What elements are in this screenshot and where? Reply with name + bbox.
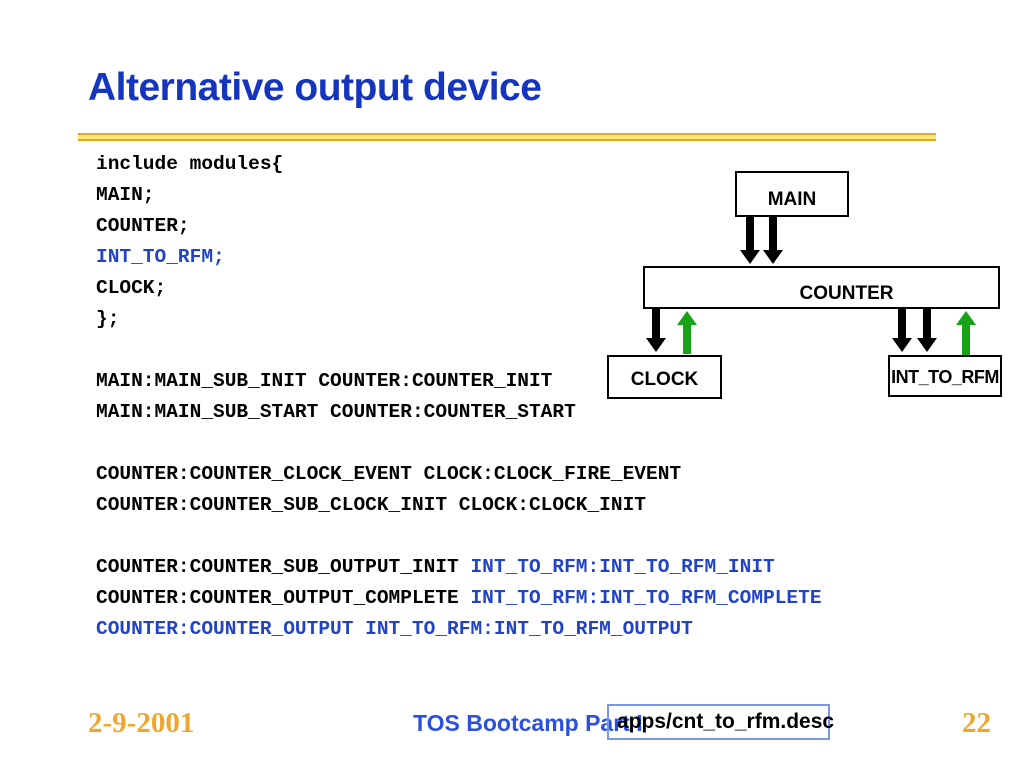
code-segment: COUNTER:COUNTER_OUTPUT INT_TO_RFM:INT_TO… [96, 618, 693, 640]
slide-title: Alternative output device [88, 66, 542, 109]
code-segment: include modules{ [96, 153, 284, 175]
code-segment: }; [96, 308, 120, 330]
code-line: include modules{ [96, 149, 822, 180]
footer-filename-label: apps/cnt_to_rfm.desc [617, 710, 835, 733]
arrow-rfm-to-counter [956, 311, 976, 356]
code-line: COUNTER:COUNTER_OUTPUT_COMPLETE INT_TO_R… [96, 583, 822, 614]
code-line: INT_TO_RFM; [96, 242, 822, 273]
arrow-counter-to-rfm-1 [892, 309, 912, 352]
box-counter-label: COUNTER [799, 283, 894, 304]
footer-date: 2-9-2001 [88, 707, 195, 739]
code-segment: CLOCK; [96, 277, 167, 299]
box-main: MAIN [735, 171, 849, 217]
code-segment: COUNTER:COUNTER_CLOCK_EVENT CLOCK:CLOCK_… [96, 463, 682, 485]
code-segment: INT_TO_RFM; [96, 246, 225, 268]
box-main-label: MAIN [767, 189, 817, 210]
code-block: include modules{ MAIN; COUNTER; INT_TO_RFM;… [96, 149, 822, 645]
code-line [96, 521, 822, 552]
box-clock: CLOCK [607, 355, 722, 399]
code-line: COUNTER:COUNTER_SUB_OUTPUT_INIT INT_TO_R… [96, 552, 822, 583]
footer-filename-box: apps/cnt_to_rfm.desc [607, 704, 834, 740]
footer-center-label: TOS Bootcamp Part I [413, 710, 643, 736]
code-segment: INT_TO_RFM:INT_TO_RFM_INIT [470, 556, 775, 578]
box-counter: COUNTER [643, 266, 1000, 309]
code-segment: MAIN:MAIN_SUB_INIT COUNTER:COUNTER_INIT [96, 370, 553, 392]
code-line: MAIN; [96, 180, 822, 211]
arrow-counter-to-rfm-2 [917, 309, 937, 352]
code-line: COUNTER; [96, 211, 822, 242]
title-underline [78, 133, 936, 141]
code-segment: COUNTER:COUNTER_SUB_CLOCK_INIT CLOCK:CLO… [96, 494, 646, 516]
code-line: }; [96, 304, 822, 335]
box-int-to-rfm-label: INT_TO_RFM [891, 367, 999, 387]
code-line: MAIN:MAIN_SUB_START COUNTER:COUNTER_STAR… [96, 397, 822, 428]
code-line: MAIN:MAIN_SUB_INIT COUNTER:COUNTER_INIT [96, 366, 822, 397]
box-clock-label: CLOCK [630, 369, 699, 390]
code-segment: MAIN:MAIN_SUB_START COUNTER:COUNTER_STAR… [96, 401, 576, 423]
code-segment: COUNTER:COUNTER_OUTPUT_COMPLETE [96, 587, 471, 609]
code-segment: MAIN; [96, 184, 155, 206]
code-segment: COUNTER; [96, 215, 190, 237]
footer-page-number: 22 [962, 707, 991, 739]
code-line: COUNTER:COUNTER_CLOCK_EVENT CLOCK:CLOCK_… [96, 459, 822, 490]
code-line: COUNTER:COUNTER_OUTPUT INT_TO_RFM:INT_TO… [96, 614, 822, 645]
code-line: CLOCK; [96, 273, 822, 304]
box-int-to-rfm: INT_TO_RFM [888, 355, 1002, 397]
code-line [96, 428, 822, 459]
code-segment: INT_TO_RFM:INT_TO_RFM_COMPLETE [470, 587, 822, 609]
code-segment: COUNTER:COUNTER_SUB_OUTPUT_INIT [96, 556, 471, 578]
code-line: COUNTER:COUNTER_SUB_CLOCK_INIT CLOCK:CLO… [96, 490, 822, 521]
